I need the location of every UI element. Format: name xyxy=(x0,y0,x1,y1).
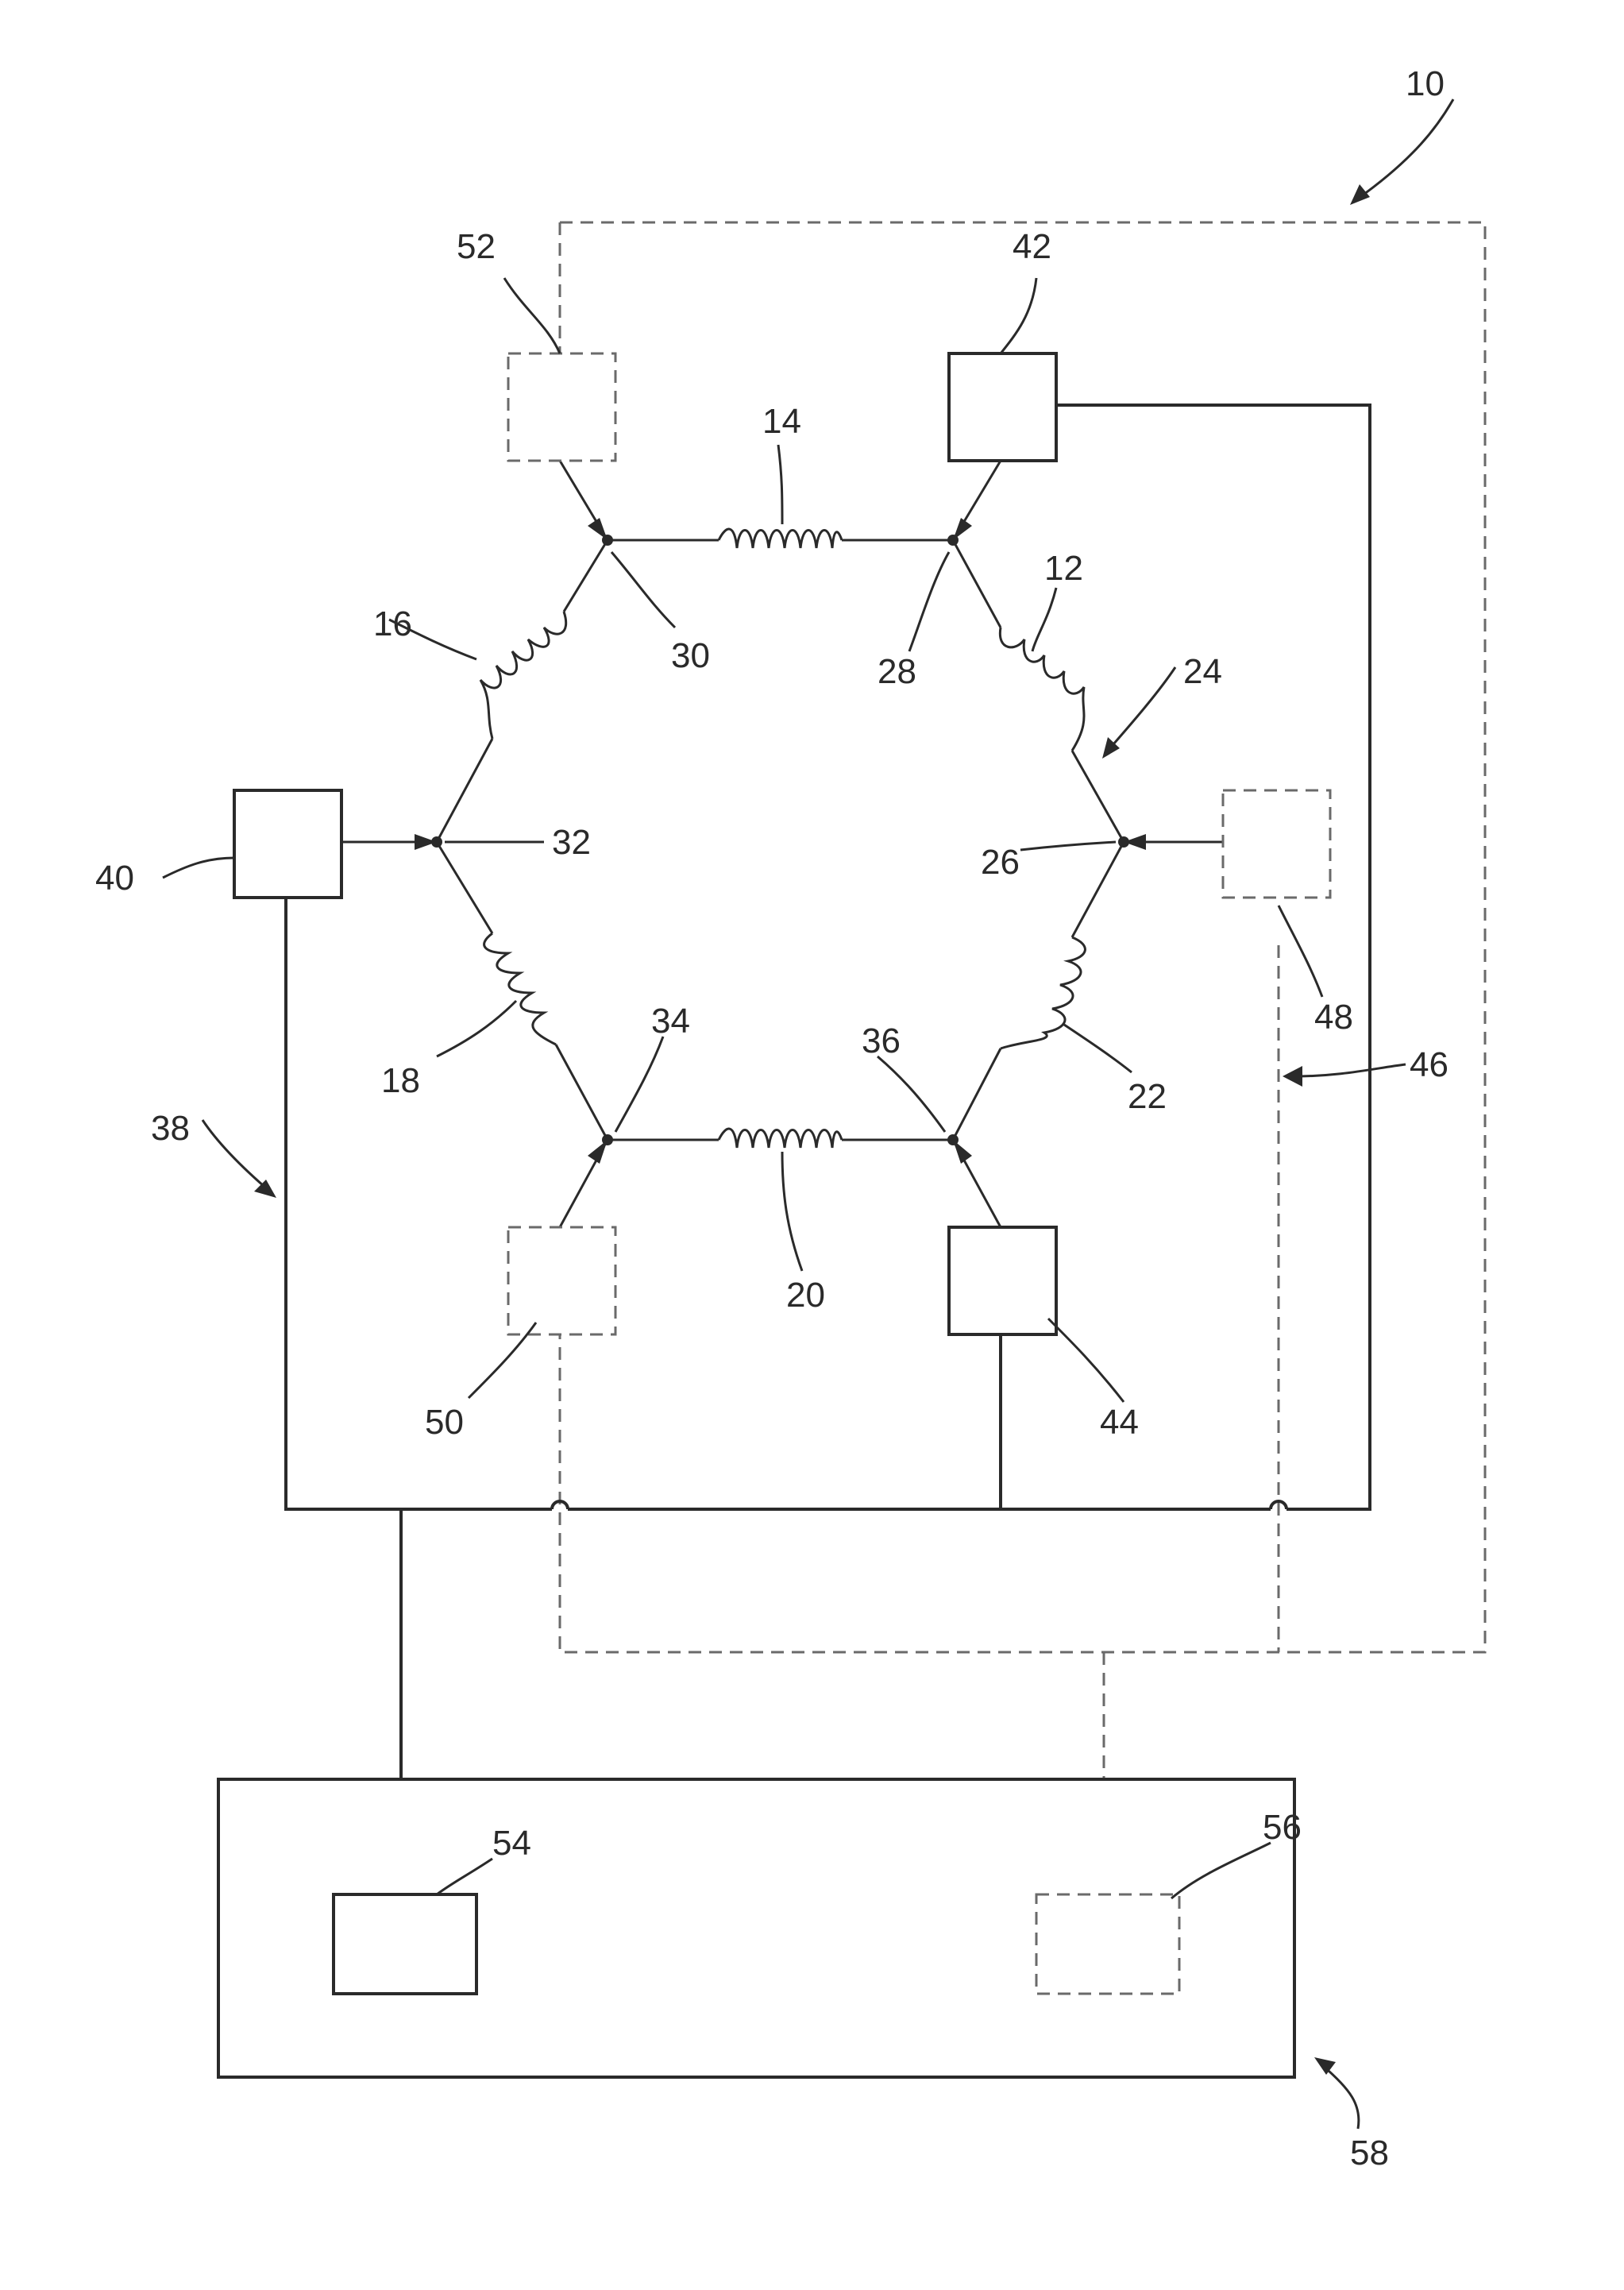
label-20: 20 xyxy=(786,1276,825,1315)
label-44: 44 xyxy=(1100,1403,1139,1442)
label-22: 22 xyxy=(1128,1077,1167,1116)
label-42: 42 xyxy=(1013,227,1051,266)
solid-network xyxy=(286,405,1370,1954)
label-58: 58 xyxy=(1350,2134,1389,2172)
spring-22 xyxy=(1001,937,1085,1048)
node-34 xyxy=(602,1134,613,1145)
box-42 xyxy=(949,353,1056,461)
box-56 xyxy=(1036,1894,1179,1994)
label-10: 10 xyxy=(1406,64,1445,103)
node-30 xyxy=(602,535,613,546)
box-52 xyxy=(508,353,615,461)
label-54: 54 xyxy=(492,1824,531,1863)
box-54 xyxy=(334,1894,476,1994)
label-40: 40 xyxy=(95,859,134,898)
label-18: 18 xyxy=(381,1061,420,1100)
label-34: 34 xyxy=(651,1002,690,1041)
label-36: 36 xyxy=(862,1021,901,1060)
label-14: 14 xyxy=(762,402,801,441)
label-46: 46 xyxy=(1410,1045,1448,1084)
spring-14 xyxy=(719,529,842,548)
node-36 xyxy=(947,1134,959,1145)
label-26: 26 xyxy=(981,843,1020,882)
label-48: 48 xyxy=(1314,998,1353,1037)
node-32 xyxy=(431,836,442,848)
label-52: 52 xyxy=(457,227,496,266)
box-48 xyxy=(1223,790,1330,898)
label-56: 56 xyxy=(1263,1808,1302,1847)
label-32: 32 xyxy=(552,823,591,862)
label-12: 12 xyxy=(1044,549,1083,588)
nodes xyxy=(431,535,1129,1145)
spring-18 xyxy=(484,933,556,1045)
dashed-network xyxy=(560,222,1485,1914)
spring-20 xyxy=(719,1129,842,1148)
label-38: 38 xyxy=(151,1109,190,1148)
label-24: 24 xyxy=(1183,652,1222,691)
node-28 xyxy=(947,535,959,546)
label-50: 50 xyxy=(425,1403,464,1442)
spring-12 xyxy=(1000,628,1084,751)
node-26 xyxy=(1118,836,1129,848)
box-40 xyxy=(234,790,341,898)
spring-16 xyxy=(480,612,566,739)
label-16: 16 xyxy=(373,604,412,643)
box-44 xyxy=(949,1227,1056,1334)
hexagon-spring-ring xyxy=(437,540,1124,1140)
label-28: 28 xyxy=(878,652,916,691)
box-50 xyxy=(508,1227,615,1334)
label-30: 30 xyxy=(671,636,710,675)
